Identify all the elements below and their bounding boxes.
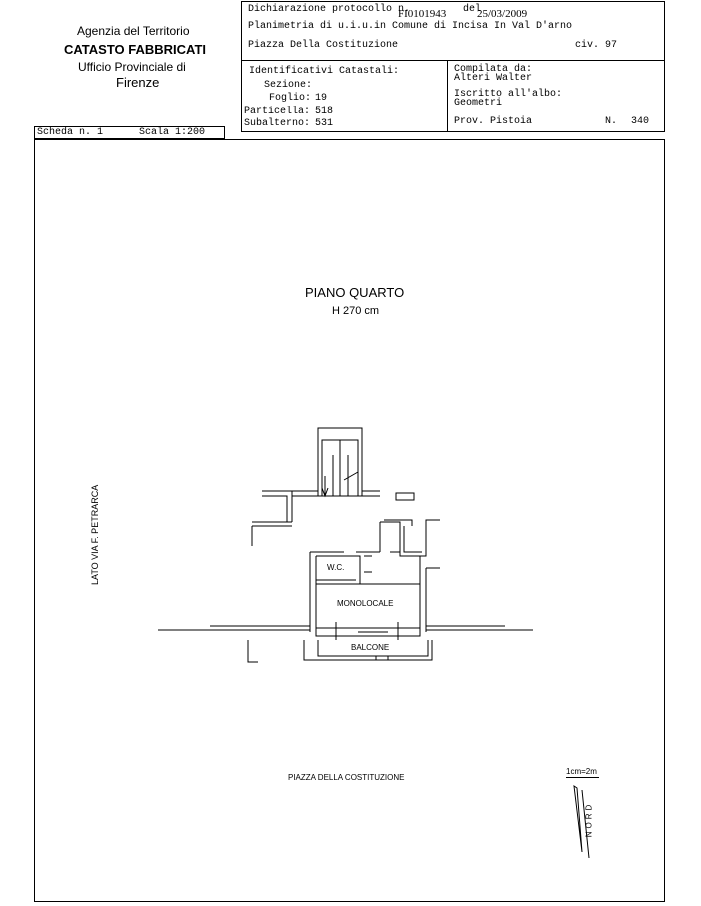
agency-name: Agenzia del Territorio xyxy=(77,24,190,38)
particella-row: Particella: 518 xyxy=(244,106,440,114)
civic-number: civ. 97 xyxy=(575,40,618,51)
albo-value: Geometri xyxy=(454,98,503,109)
compilata-name: Alteri Walter xyxy=(454,73,533,84)
street-label: PIAZZA DELLA COSTITUZIONE xyxy=(288,773,405,782)
identificativi-title: Identificativi Catastali: xyxy=(249,66,400,77)
room-monolocale: MONOLOCALE xyxy=(337,599,394,608)
dichiarazione-label: Dichiarazione protocollo n. xyxy=(248,4,411,15)
planimetria-line: Planimetria di u.i.u.in Comune di Incisa… xyxy=(248,21,573,32)
header-divider xyxy=(241,60,665,61)
floor-title: PIANO QUARTO xyxy=(305,285,405,300)
province: Prov. Pistoia xyxy=(454,116,533,127)
scheda-number: Scheda n. 1 xyxy=(37,127,104,138)
sezione-label: Sezione: xyxy=(264,80,313,91)
header-column-divider xyxy=(447,60,448,132)
room-wc: W.C. xyxy=(327,563,345,572)
iscritto-label: Iscritto all'albo: xyxy=(454,89,563,100)
north-arrow-icon xyxy=(573,784,590,859)
room-balcone: BALCONE xyxy=(351,643,390,652)
subalterno-value: 531 xyxy=(315,118,334,129)
subalterno-label: Subalterno: xyxy=(244,118,311,129)
header-box xyxy=(241,1,665,132)
scale-note: 1cm=2m xyxy=(566,767,597,776)
particella-value: 518 xyxy=(315,106,334,114)
scale-bar xyxy=(566,777,599,778)
north-label: NORD xyxy=(584,801,594,838)
floor-height: H 270 cm xyxy=(332,305,380,317)
scale-label: Scala 1:200 xyxy=(139,127,206,138)
scheda-box xyxy=(34,126,225,139)
foglio-value: 19 xyxy=(315,93,328,104)
address-line: Piazza Della Costituzione xyxy=(248,40,399,51)
protocol-number: FI0101943 xyxy=(398,8,447,20)
compilata-title: Compilata da: xyxy=(454,64,533,75)
agency-city: Firenze xyxy=(116,75,160,90)
agency-office: Ufficio Provinciale di xyxy=(78,60,186,74)
drawing-frame xyxy=(34,139,665,902)
registration-number: 340 xyxy=(631,116,650,127)
protocol-date: 25/03/2009 xyxy=(477,8,528,20)
agency-department: CATASTO FABBRICATI xyxy=(64,42,207,57)
registration-label: N. xyxy=(605,116,618,127)
particella-label: Particella: xyxy=(244,106,311,114)
del-label: del xyxy=(463,4,482,15)
foglio-label: Foglio: xyxy=(269,93,312,104)
